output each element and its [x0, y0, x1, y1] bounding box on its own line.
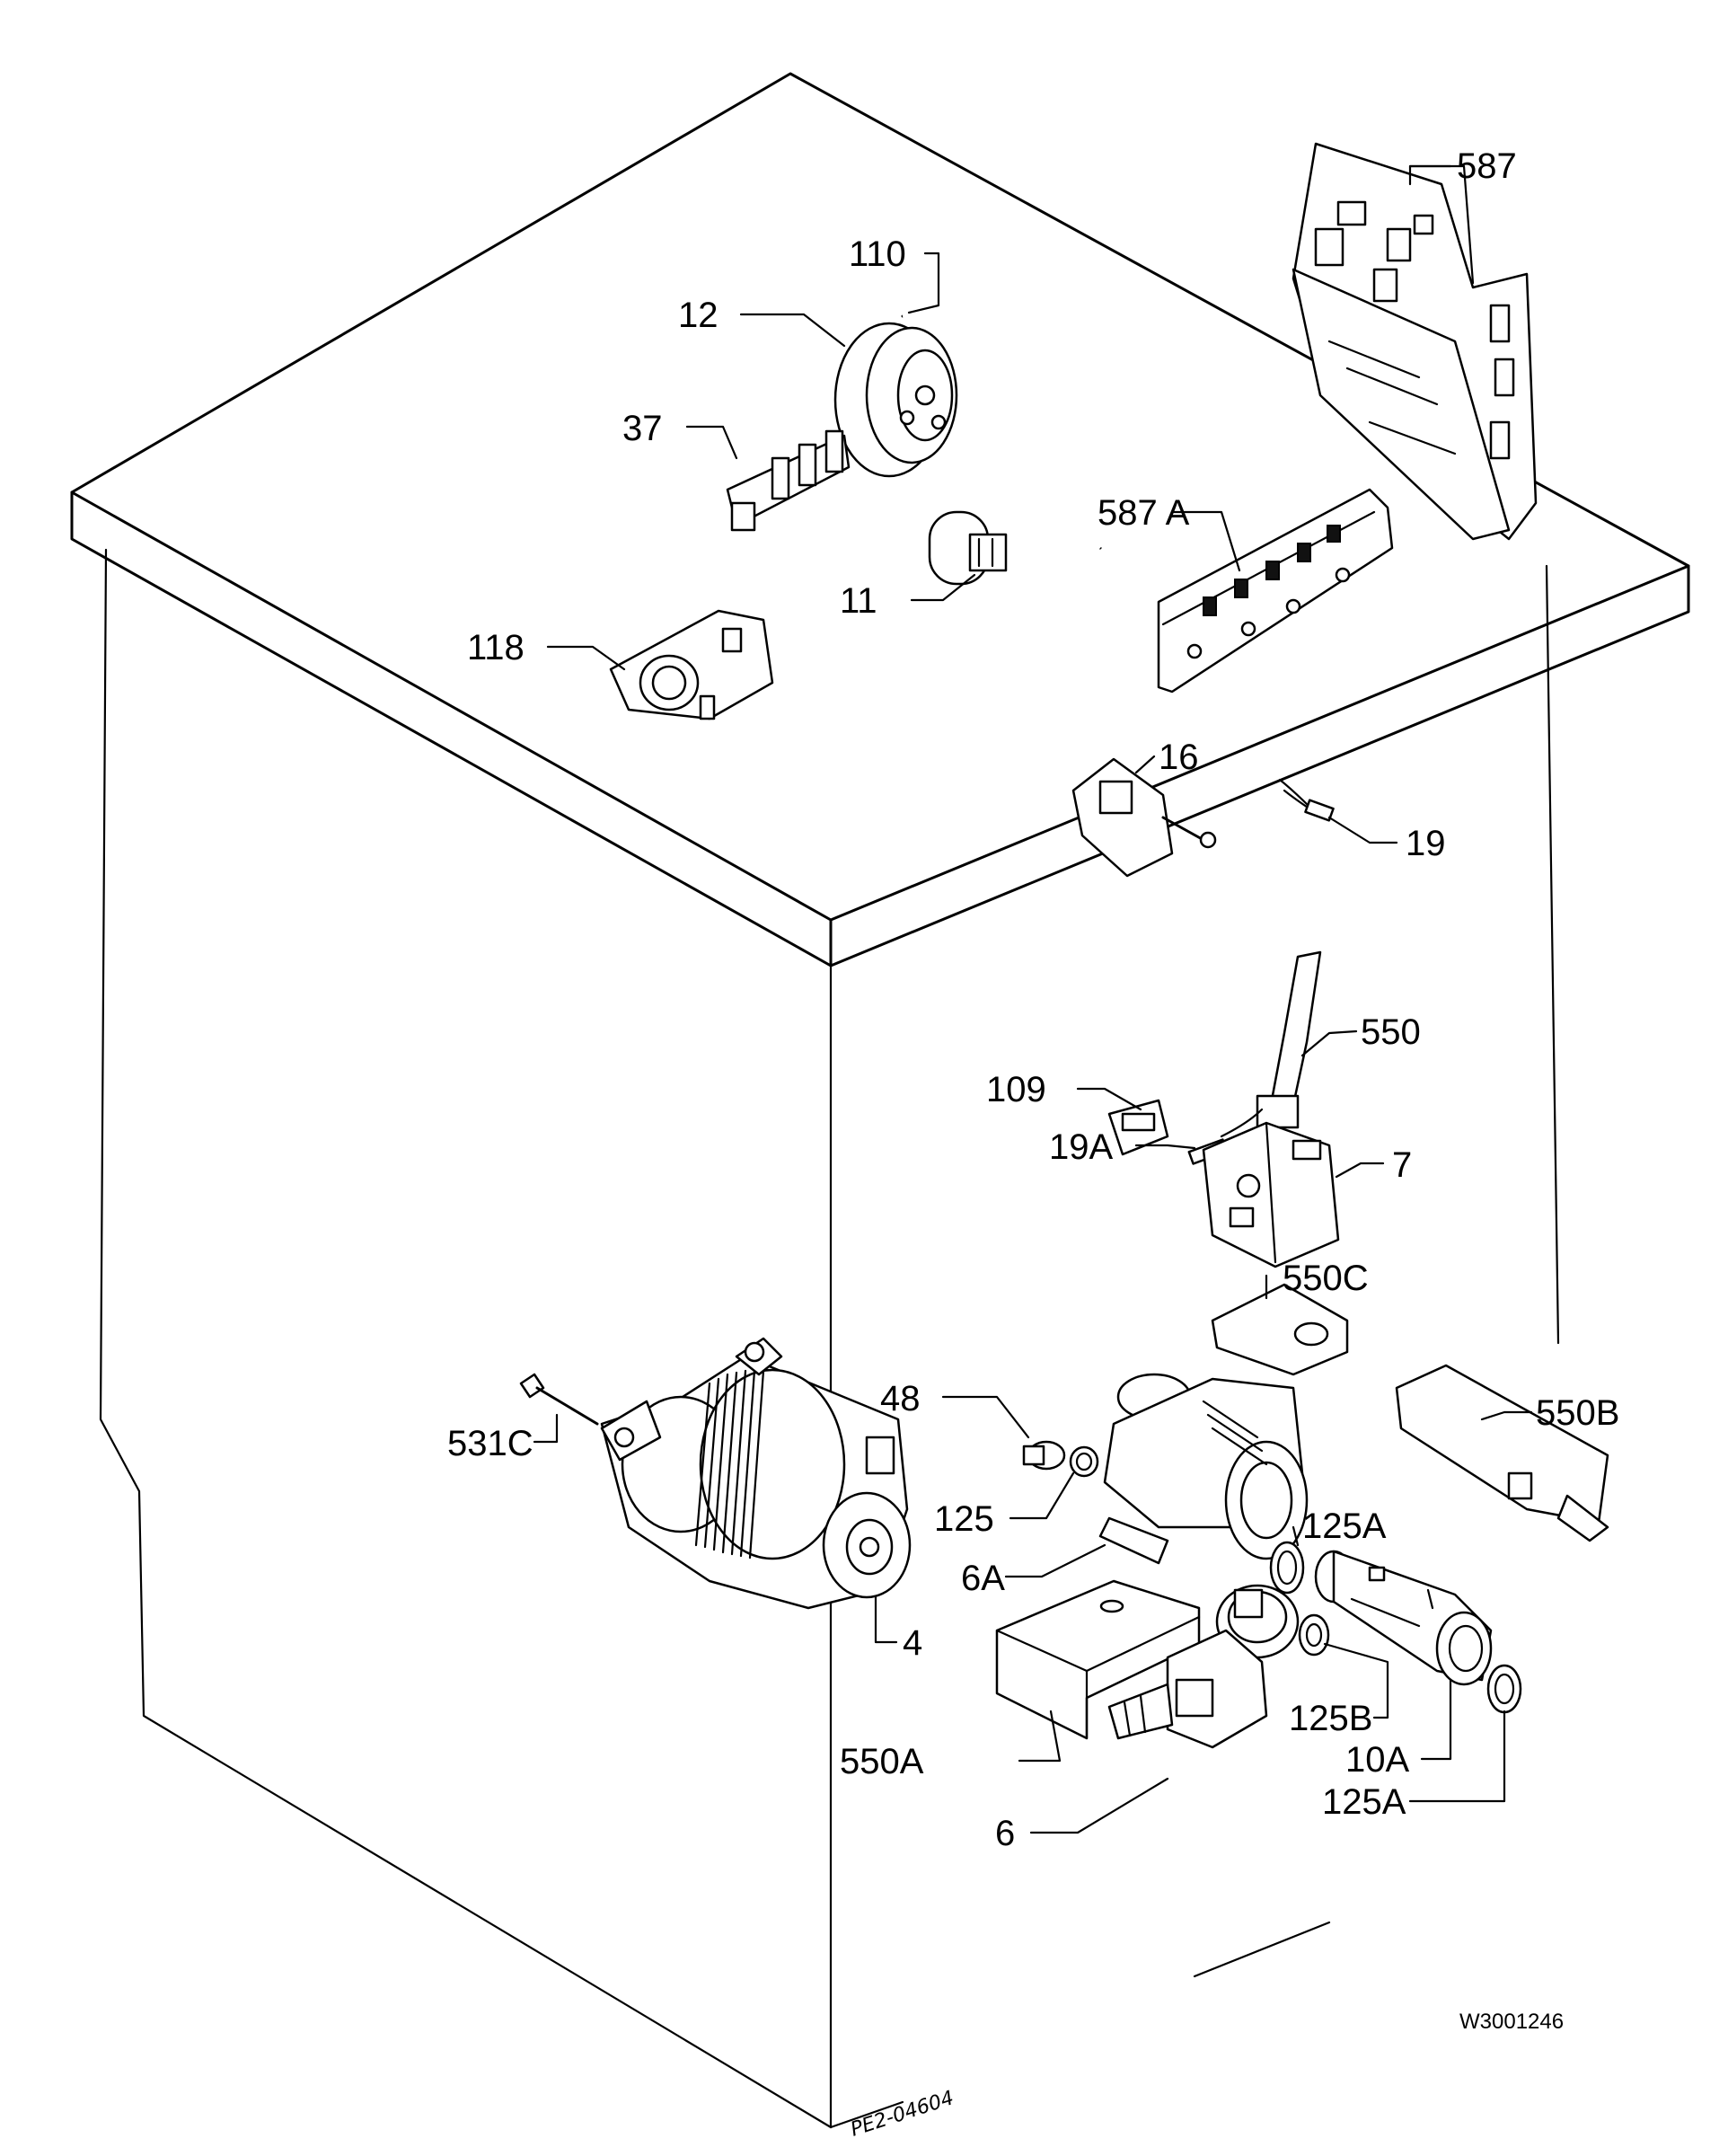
- label-125a-top: 125A: [1302, 1507, 1387, 1546]
- part-6a-pump-housing: [1098, 1373, 1309, 1565]
- label-6a: 6A: [961, 1559, 1005, 1598]
- part-531c-screw: [519, 1373, 599, 1426]
- label-48: 48: [880, 1379, 921, 1418]
- part-118-door-lock: [609, 609, 774, 720]
- label-550a: 550A: [840, 1742, 924, 1781]
- label-19a: 19A: [1049, 1127, 1113, 1167]
- label-4: 4: [903, 1623, 922, 1663]
- label-12: 12: [678, 296, 719, 335]
- label-125: 125: [934, 1499, 994, 1539]
- label-550b: 550B: [1536, 1393, 1619, 1433]
- part-6-drain-pump: [1107, 1584, 1300, 1749]
- part-125b-ring: [1298, 1613, 1330, 1657]
- part-125a-ring-top: [1269, 1541, 1305, 1595]
- label-531c: 531C: [447, 1424, 533, 1463]
- part-550c-cover: [1211, 1283, 1349, 1376]
- label-109: 109: [986, 1070, 1046, 1109]
- label-7: 7: [1392, 1145, 1412, 1185]
- part-4-motor: [600, 1337, 912, 1610]
- label-11: 11: [840, 581, 877, 621]
- handwritten-reference: PE2-04604: [848, 2087, 957, 2142]
- part-48-pressure-valve: [1022, 1440, 1066, 1471]
- part-125a-ring-bottom: [1486, 1664, 1522, 1714]
- label-550c: 550C: [1283, 1259, 1369, 1298]
- label-550: 550: [1361, 1012, 1421, 1052]
- label-10a: 10A: [1345, 1740, 1409, 1780]
- label-6: 6: [995, 1814, 1015, 1853]
- part-109-clip: [1107, 1099, 1169, 1156]
- part-550-lever: [1256, 950, 1322, 1129]
- part-7-relay-block: [1202, 1121, 1340, 1268]
- part-125-seal: [1069, 1445, 1099, 1478]
- label-118: 118: [467, 628, 525, 667]
- part-12-timer-unit: [833, 322, 958, 478]
- drawing-code: W3001246: [1459, 2010, 1564, 2034]
- part-37-bracket: [726, 429, 851, 532]
- part-16-switch: [1071, 757, 1217, 878]
- part-550a-cover: [995, 1579, 1201, 1740]
- part-110-tube: [901, 311, 1102, 550]
- label-125b: 125B: [1289, 1699, 1372, 1738]
- leader-lines: [533, 164, 1533, 1834]
- label-110: 110: [849, 234, 906, 274]
- label-37: 37: [622, 409, 663, 448]
- part-11-capacitor: [928, 510, 1008, 586]
- part-10a-connector: [1314, 1550, 1493, 1686]
- label-19: 19: [1406, 824, 1446, 863]
- part-587a-control-board: [1157, 488, 1394, 694]
- label-16: 16: [1159, 738, 1199, 777]
- part-550b-bracket: [1395, 1364, 1609, 1542]
- part-labels: 587 110 12 37 587 A 11 118 16 19 109 550…: [447, 146, 1619, 1853]
- label-125a-bottom: 125A: [1322, 1782, 1406, 1822]
- part-19-sensor: [1278, 778, 1335, 822]
- label-587: 587: [1457, 146, 1517, 186]
- label-587a: 587 A: [1098, 493, 1190, 533]
- part-587-panel-housing: [1292, 142, 1538, 541]
